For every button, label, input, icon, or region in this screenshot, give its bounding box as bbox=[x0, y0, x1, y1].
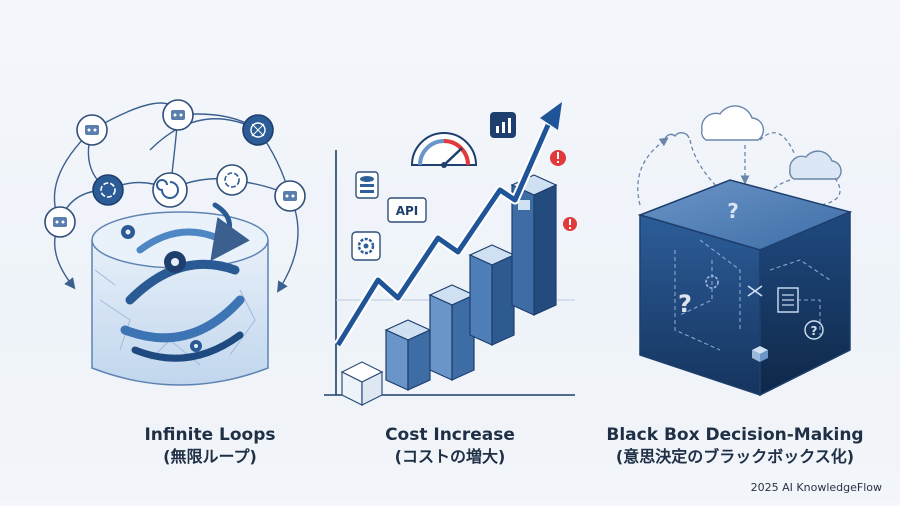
alert-icon-1 bbox=[550, 150, 566, 166]
alert-icon-2 bbox=[563, 217, 577, 231]
svg-text:?: ? bbox=[727, 199, 739, 223]
caption-cost-increase: Cost Increase (コストの増大) bbox=[330, 424, 570, 467]
panel-cost-increase: API bbox=[324, 102, 577, 406]
loop-arrows bbox=[120, 202, 250, 362]
caption-title: Cost Increase bbox=[385, 425, 515, 445]
api-badge: API bbox=[387, 197, 427, 223]
caption-subtitle: (無限ループ) bbox=[163, 447, 257, 466]
caption-title: Black Box Decision-Making bbox=[606, 425, 864, 445]
node-robot-3 bbox=[44, 206, 76, 238]
bar-chart-icon bbox=[490, 112, 516, 138]
caption-subtitle: (コストの増大) bbox=[394, 447, 506, 466]
svg-text:?: ? bbox=[678, 290, 692, 318]
node-robot-2 bbox=[162, 99, 194, 131]
caption-subtitle: (意思決定のブラックボックス化) bbox=[615, 447, 855, 466]
node-robot-1 bbox=[76, 114, 108, 146]
panel-infinite-loops bbox=[44, 99, 306, 386]
database-icon bbox=[355, 171, 379, 199]
caption-infinite-loops: Infinite Loops (無限ループ) bbox=[80, 424, 340, 467]
cloud-icons bbox=[664, 105, 842, 180]
caption-black-box: Black Box Decision-Making (意思決定のブラックボックス… bbox=[590, 424, 880, 467]
node-robot-4 bbox=[274, 180, 306, 212]
speedometer-icon bbox=[410, 132, 478, 168]
node-ai-swirl-1 bbox=[92, 174, 124, 206]
settings-gear-icon bbox=[351, 231, 381, 261]
footer-credit: 2025 AI KnowledgeFlow bbox=[750, 481, 882, 494]
svg-text:?: ? bbox=[811, 324, 818, 338]
gear-icon bbox=[121, 225, 202, 352]
api-label: API bbox=[396, 204, 419, 218]
panel-black-box: ? ? ? bbox=[637, 105, 853, 397]
black-box-cube: ? ? ? bbox=[637, 179, 853, 397]
node-ai-swirl-center bbox=[152, 172, 188, 208]
cube-stacks bbox=[340, 174, 558, 406]
caption-title: Infinite Loops bbox=[144, 425, 276, 445]
rising-cost-arrow bbox=[334, 102, 562, 348]
node-brain-icon bbox=[242, 114, 274, 146]
node-ai-swirl-2 bbox=[216, 164, 248, 196]
